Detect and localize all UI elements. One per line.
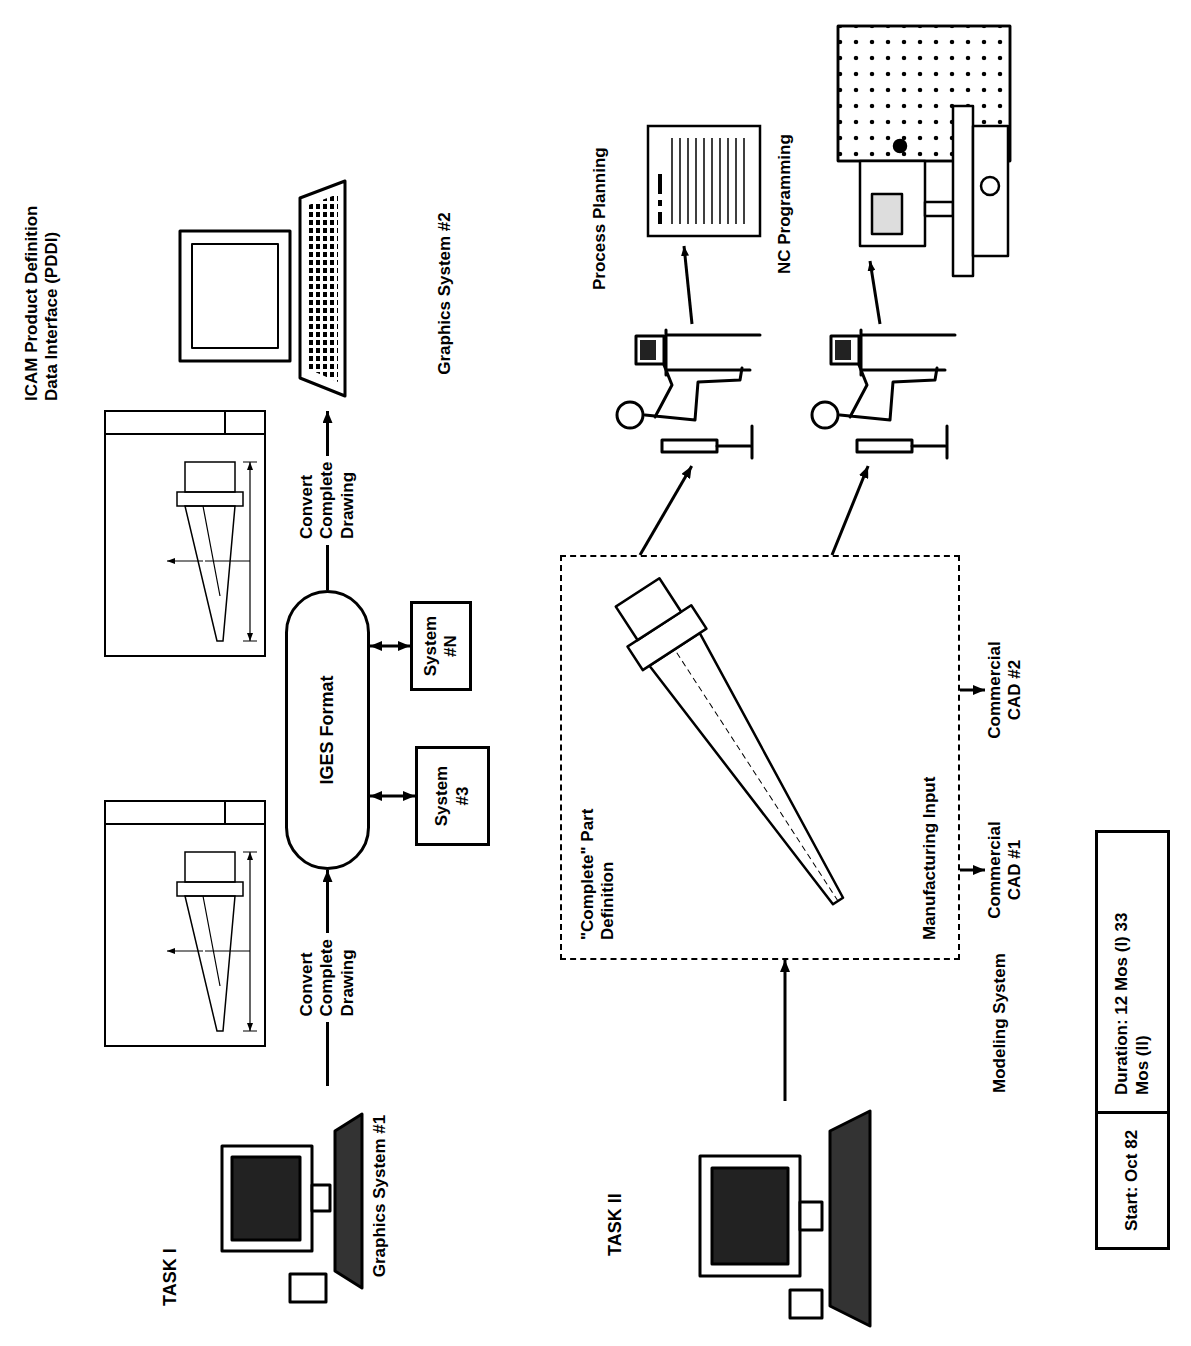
node-text: Commercial CAD #1: [985, 814, 1026, 926]
connector-arrow: [370, 645, 410, 648]
system-box: System #N: [410, 601, 472, 691]
connector-arrow: [960, 869, 985, 872]
node-text: Commercial CAD #2: [985, 634, 1026, 746]
edge-label: Convert Complete Drawing: [295, 456, 360, 545]
diagram-title: ICAM Product Definition Data Interface (…: [22, 166, 63, 401]
modeling-system-node: Modeling System: [690, 1101, 880, 1321]
task-label: TASK I: [160, 1248, 182, 1306]
node-text: "Complete" Part Definition: [578, 740, 619, 940]
node-text: Manufacturing Input: [920, 777, 940, 940]
process-planning-node: Process Planning: [590, 36, 775, 466]
connector-arrow: [640, 466, 692, 555]
schedule-box: Start: Oct 82Duration: 12 Mos (I) 33 Mos…: [1095, 830, 1170, 1250]
commercial-cad-label: Commercial CAD #1: [985, 814, 1026, 926]
node-text: Modeling System: [990, 953, 1010, 1093]
connector-arrow: [370, 795, 415, 798]
part-definition-box: "Complete" Part Definition Manufacturing …: [560, 555, 960, 960]
node-text: Graphics System #2: [435, 212, 455, 375]
edge-label: Convert Complete Drawing: [295, 933, 360, 1022]
task-label: TASK II: [605, 1193, 627, 1256]
connector-arrow: [960, 689, 985, 692]
graphics-system-node: Graphics System #2: [170, 176, 455, 411]
graphics-system-node: Graphics System #1: [215, 1086, 390, 1306]
connector-arrow: [832, 466, 868, 555]
iges-format-box: IGES Format: [285, 590, 370, 870]
node-text: System #3: [432, 766, 473, 826]
commercial-cad-label: Commercial CAD #2: [985, 634, 1026, 746]
system-box: System #3: [415, 746, 490, 846]
node-text: NC Programming: [775, 16, 795, 274]
node-text: Process Planning: [590, 36, 610, 290]
node-text: Start: Oct 82: [1098, 1111, 1167, 1247]
node-text: Duration: 12 Mos (I) 33 Mos (II): [1098, 894, 1167, 1111]
node-text: Graphics System #1: [370, 1115, 390, 1278]
node-text: System #N: [421, 616, 462, 676]
node-text: IGES Format: [317, 675, 339, 784]
connector-arrow: [784, 960, 787, 1101]
nc-programming-node: NC Programming: [775, 16, 1020, 466]
